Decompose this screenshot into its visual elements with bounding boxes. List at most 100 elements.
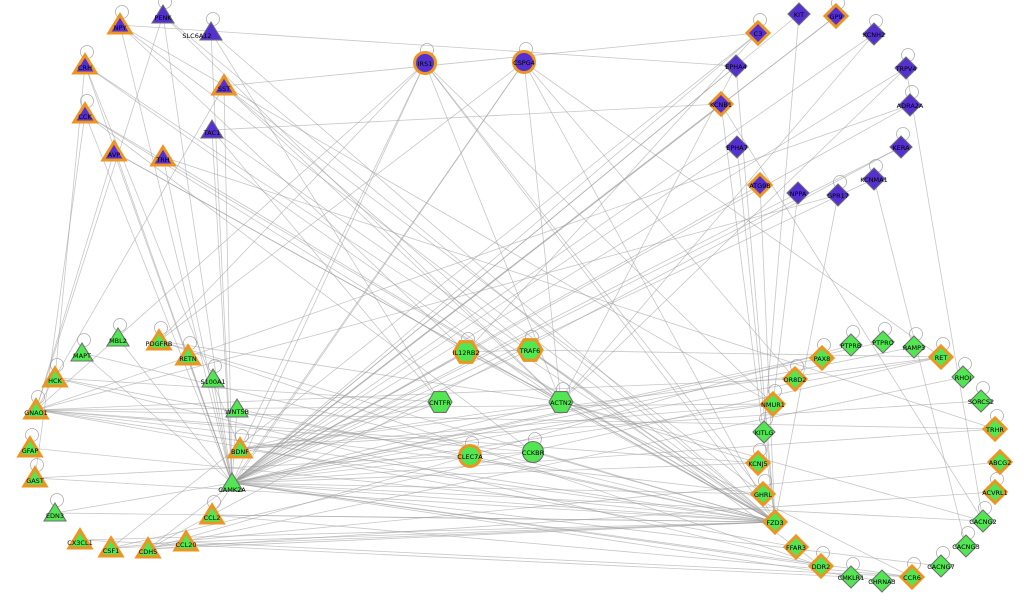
node-label-CNTFR: CNTFR xyxy=(429,399,451,407)
node-IL12RB2[interactable] xyxy=(452,340,480,364)
node-TRPV4[interactable] xyxy=(894,56,918,80)
node-TRH[interactable] xyxy=(149,144,177,167)
node-CHRNA3[interactable] xyxy=(870,569,894,593)
node-CSF1[interactable] xyxy=(97,535,125,558)
node-GHRL[interactable] xyxy=(749,480,777,508)
node-NPPA[interactable] xyxy=(786,181,810,205)
node-KITLG[interactable] xyxy=(752,420,776,444)
node-FZD3[interactable] xyxy=(761,508,789,536)
node-CCKBR[interactable] xyxy=(521,440,545,464)
node-PTPRO[interactable] xyxy=(871,330,895,354)
node-label-GP9: GP9 xyxy=(829,13,842,21)
node-S100A1[interactable] xyxy=(201,367,225,388)
node-KIT[interactable] xyxy=(787,2,811,26)
node-PENK[interactable] xyxy=(151,3,175,24)
node-MBL2[interactable] xyxy=(106,326,130,347)
edge-CX3CL1-CMKLR1 xyxy=(79,539,852,578)
node-GP9[interactable] xyxy=(822,2,850,30)
node-PDGFRB[interactable] xyxy=(145,328,173,351)
node-RAMP3[interactable] xyxy=(902,335,926,359)
node-label-CRH: CRH xyxy=(78,64,92,72)
node-TRHR[interactable] xyxy=(981,415,1009,443)
node-CCK[interactable] xyxy=(71,101,99,124)
node-CRH[interactable] xyxy=(71,52,99,75)
node-label-ADRA2A: ADRA2A xyxy=(897,102,924,110)
node-MAPT[interactable] xyxy=(70,341,94,362)
node-CAMK2A[interactable] xyxy=(220,471,244,492)
edge-CCK-IL12RB2 xyxy=(84,113,467,353)
node-DDR2[interactable] xyxy=(807,552,835,580)
node-EDN3[interactable] xyxy=(43,501,67,522)
node-FFAR3[interactable] xyxy=(782,533,810,561)
node-CCL20[interactable] xyxy=(172,529,200,552)
node-label-RHOJ: RHOJ xyxy=(955,374,972,382)
self-loop-MBL2 xyxy=(113,318,127,332)
node-OR8D2[interactable] xyxy=(781,365,809,393)
node-GNAO1[interactable] xyxy=(22,397,50,420)
node-CSPG4[interactable] xyxy=(512,50,536,74)
node-ACVRL1[interactable] xyxy=(981,478,1009,506)
node-BDNF[interactable] xyxy=(226,436,254,459)
node-KCNJ5[interactable] xyxy=(744,449,772,477)
node-CCR6[interactable] xyxy=(898,563,926,591)
node-label-MBL2: MBL2 xyxy=(109,337,127,345)
node-NPY[interactable] xyxy=(106,12,134,35)
node-KCNB1[interactable] xyxy=(707,90,735,118)
node-CACNG2[interactable] xyxy=(971,509,995,533)
node-TAC1[interactable] xyxy=(200,118,224,139)
node-ACTN2[interactable] xyxy=(548,391,574,413)
node-CNTFR[interactable] xyxy=(427,391,453,413)
node-CCL2[interactable] xyxy=(198,502,226,525)
node-KERA[interactable] xyxy=(889,135,913,159)
node-CMKLR1[interactable] xyxy=(839,565,863,589)
node-RETN[interactable] xyxy=(174,343,202,366)
node-HCK[interactable] xyxy=(41,365,69,388)
self-loop-MAPT xyxy=(77,333,91,347)
node-RET[interactable] xyxy=(927,343,955,371)
node-AVP[interactable] xyxy=(100,139,128,162)
node-ADRA2A[interactable] xyxy=(898,93,922,117)
node-label-PTPRB: PTPRB xyxy=(841,342,862,350)
node-EPHA4[interactable] xyxy=(724,54,748,78)
edge-TAC1-CNTFR xyxy=(211,129,441,403)
edge-AVP-GNAO1 xyxy=(35,151,115,411)
node-CACNG3[interactable] xyxy=(954,534,978,558)
edge-CSPG4-CCL2 xyxy=(211,61,525,516)
node-KCNMA1[interactable] xyxy=(862,167,886,191)
node-SORCS2[interactable] xyxy=(969,389,993,413)
node-IRS1[interactable] xyxy=(413,51,437,75)
edge-EDN3-CAMK2A xyxy=(54,482,233,514)
node-C3[interactable] xyxy=(744,19,772,47)
node-CDH5[interactable] xyxy=(134,536,162,559)
node-ATG9B[interactable] xyxy=(746,171,774,199)
node-CX3CL1[interactable] xyxy=(66,527,94,550)
node-label-CHRNA3: CHRNA3 xyxy=(868,578,895,586)
node-label-RAMP3: RAMP3 xyxy=(903,344,925,352)
edge-BDNF-RET xyxy=(239,356,942,450)
edge-SST-ACTN2 xyxy=(223,85,562,403)
node-KCNH2[interactable] xyxy=(862,22,886,46)
node-label-EPHA4: EPHA4 xyxy=(725,63,747,71)
node-ABCG2[interactable] xyxy=(986,448,1014,476)
node-CLEC7A[interactable] xyxy=(458,444,482,468)
edge-GNAO1-FZD3 xyxy=(35,409,776,523)
node-RHOJ[interactable] xyxy=(951,365,975,389)
edge-TRAF6-RET xyxy=(529,349,942,358)
node-CACNG7[interactable] xyxy=(929,554,953,578)
node-label-PDGFRB: PDGFRB xyxy=(146,340,173,348)
node-EPHA7[interactable] xyxy=(725,135,749,159)
node-SST[interactable] xyxy=(210,73,238,96)
node-GFAP[interactable] xyxy=(16,435,44,458)
node-NMUR1[interactable] xyxy=(759,390,787,418)
node-GPR17[interactable] xyxy=(826,183,850,207)
node-label-CDH5: CDH5 xyxy=(139,548,158,556)
node-GAST[interactable] xyxy=(21,465,49,488)
edge-TRH-FZD3 xyxy=(162,156,776,523)
node-WNT5B[interactable] xyxy=(225,397,249,418)
node-SLC6A12[interactable] xyxy=(199,20,223,41)
node-PAX8[interactable] xyxy=(808,344,836,372)
node-PTPRB[interactable] xyxy=(839,333,863,357)
node-TRAF6[interactable] xyxy=(516,338,544,362)
edge-CAMK2A-PAX8 xyxy=(231,357,823,484)
